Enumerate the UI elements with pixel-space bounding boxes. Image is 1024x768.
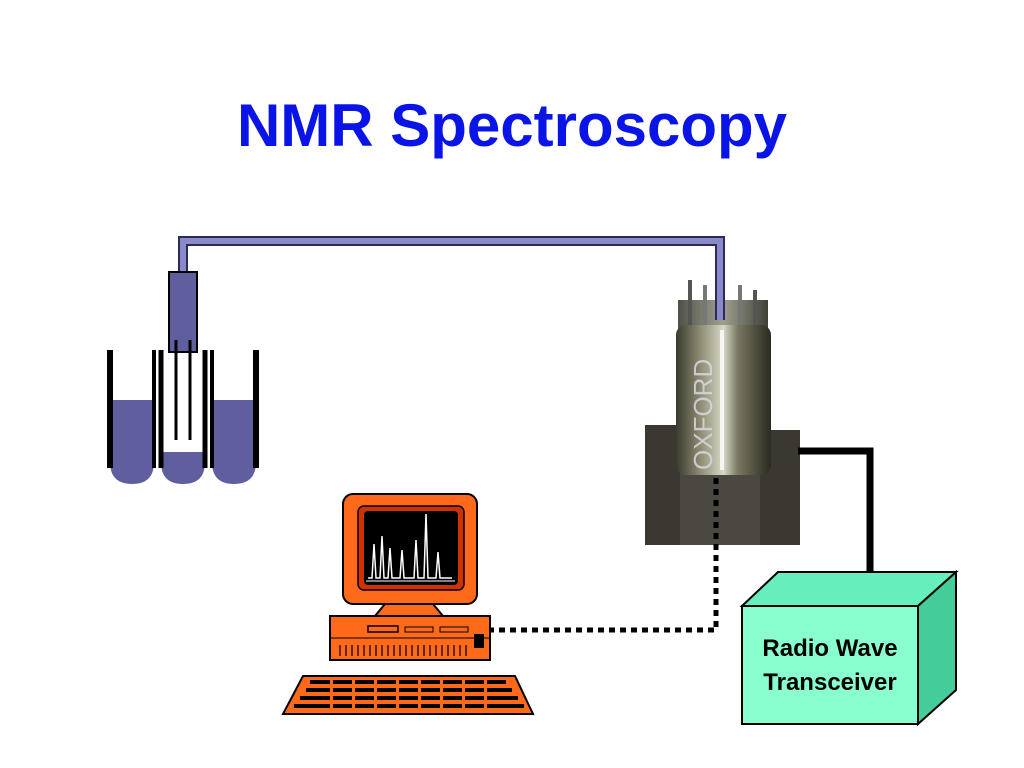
magnet-brand: OXFORD	[688, 359, 718, 470]
probe-connector	[178, 236, 725, 300]
transceiver-label-line1: Radio Wave	[762, 635, 897, 662]
radio-wave-transceiver: Radio Wave Transceiver	[739, 569, 959, 727]
transceiver-label-line2: Transceiver	[763, 669, 896, 696]
nmr-magnet: OXFORD	[645, 280, 800, 545]
slide-title: NMR Spectroscopy	[236, 92, 788, 159]
spectrum-trace	[368, 513, 452, 579]
magnet-transceiver-cable	[798, 447, 874, 575]
computer	[281, 493, 535, 715]
sample-tubes	[107, 271, 259, 484]
computer-screen	[364, 511, 458, 585]
sample-tube-middle	[158, 340, 208, 484]
sample-tube-right	[210, 350, 259, 484]
probe-body	[168, 271, 198, 353]
sample-tube-left	[107, 350, 156, 484]
magnet-computer-cable	[490, 478, 719, 633]
